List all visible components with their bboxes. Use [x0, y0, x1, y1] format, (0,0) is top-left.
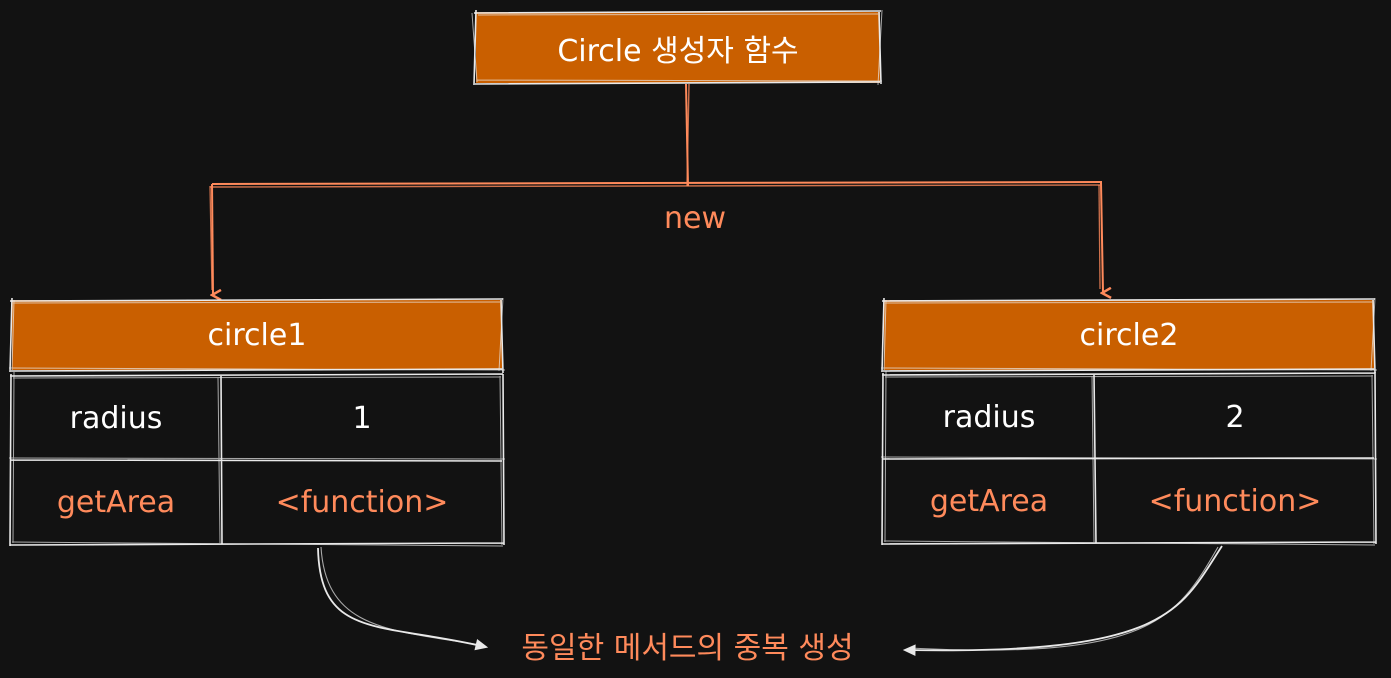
object-title-circle2: circle2 — [1079, 317, 1179, 353]
row-key-getarea: getArea — [56, 485, 176, 520]
arrow-to-circle1 — [212, 183, 213, 295]
row-key-radius: radius — [69, 400, 163, 436]
object-title-circle1: circle1 — [207, 317, 307, 353]
constructor-title: Circle 생성자 함수 — [557, 33, 799, 69]
row-value-getarea: <function> — [1148, 483, 1322, 519]
arrow-circle2-to-note — [902, 545, 1223, 656]
arrow-to-circle2 — [1101, 182, 1103, 293]
row-key-radius: radius — [942, 399, 1036, 435]
arrow-circle1-to-note — [317, 547, 489, 651]
row-value-radius: 2 — [1225, 399, 1245, 435]
object-circle1 — [8, 297, 506, 548]
object-circle2 — [880, 297, 1378, 547]
new-connector — [209, 83, 1103, 295]
row-key-getarea: getArea — [929, 483, 1049, 519]
duplicate-method-note: 동일한 메서드의 중복 생성 — [521, 631, 854, 666]
new-label: new — [663, 200, 726, 236]
constructor-box — [471, 9, 883, 86]
row-value-getarea: <function> — [275, 485, 449, 520]
duplicate-arrows — [317, 545, 1223, 656]
row-value-radius: 1 — [352, 400, 372, 436]
